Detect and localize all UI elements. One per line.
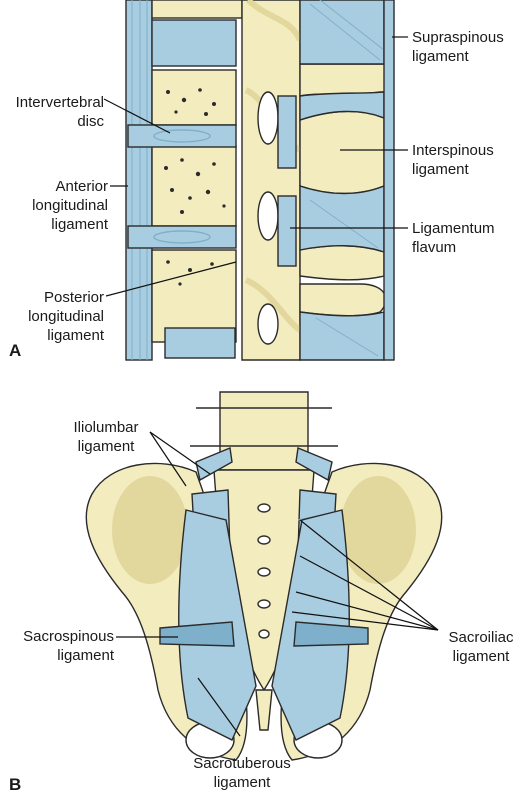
label-sacrospinous-ligament: Sacrospinous ligament [0, 627, 114, 665]
label-line: ligament [77, 438, 135, 455]
interspinous-ligament [299, 184, 385, 253]
label-line: ligament [412, 48, 469, 65]
label-line: Sacroiliac [448, 629, 514, 646]
label-line: Sacrospinous [23, 628, 114, 645]
label-line: longitudinal [32, 197, 108, 214]
lumbar-vertebrae [219, 391, 309, 471]
vertebral-body [151, 0, 243, 19]
label-line: Sacrotuberous [193, 755, 291, 772]
label-line: ligament [47, 327, 104, 344]
label-line: ligament [452, 648, 510, 665]
label-line: Anterior [55, 178, 108, 195]
spinous-process [299, 245, 385, 281]
label-sacrotuberous-ligament: Sacrotuberous ligament [182, 754, 302, 792]
label-line: Intervertebral [15, 94, 104, 111]
label-interspinous-ligament: Interspinous ligament [412, 141, 494, 179]
label-line: disc [77, 113, 104, 130]
panel-a-illustration [103, 0, 408, 361]
label-line: Supraspinous [412, 29, 504, 46]
label-line: Ligamentum [412, 220, 495, 237]
label-ligamentum-flavum: Ligamentum flavum [412, 219, 495, 257]
spinous-process [299, 283, 387, 317]
anterior-longitudinal-ligament [125, 0, 153, 361]
label-supraspinous-ligament: Supraspinous ligament [412, 28, 504, 66]
coccyx [255, 689, 273, 731]
ligamentum-flavum [277, 95, 297, 169]
label-line: Posterior [43, 289, 104, 306]
supraspinous-ligament [383, 0, 395, 361]
label-anterior-longitudinal-ligament: Anterior longitudinal ligament [0, 177, 108, 234]
intervertebral-disc [127, 124, 237, 148]
spinous-process [299, 63, 391, 97]
iliolumbar-ligament [195, 447, 233, 482]
label-line: ligament [57, 647, 114, 664]
label-line: Iliolumbar [73, 419, 139, 436]
sacrospinous-ligament [159, 621, 235, 647]
iliolumbar-ligament [295, 447, 333, 482]
label-sacroiliac-ligament: Sacroiliac ligament [438, 628, 524, 666]
label-posterior-longitudinal-ligament: Posterior longitudinal ligament [0, 288, 104, 345]
label-line: ligament [51, 216, 108, 233]
label-line: ligament [213, 774, 271, 791]
panel-letter-a: A [9, 341, 22, 360]
spinous-process [299, 110, 385, 195]
vertebral-body [151, 69, 237, 126]
label-line: Interspinous [412, 142, 494, 159]
label-iliolumbar-ligament: Iliolumbar ligament [46, 418, 166, 456]
label-intervertebral-disc: Intervertebral disc [0, 93, 104, 131]
ligamentum-flavum [277, 195, 297, 267]
vertebral-body [151, 145, 237, 227]
panel-b-illustration [85, 391, 443, 761]
panel-letter-b: B [9, 775, 22, 794]
interspinous-ligament [299, 0, 385, 65]
label-line: flavum [412, 239, 457, 256]
intervertebral-disc [151, 19, 237, 67]
label-line: ligament [412, 161, 469, 178]
intervertebral-disc [127, 225, 237, 249]
label-line: longitudinal [28, 308, 104, 325]
interspinous-ligament [299, 311, 385, 361]
